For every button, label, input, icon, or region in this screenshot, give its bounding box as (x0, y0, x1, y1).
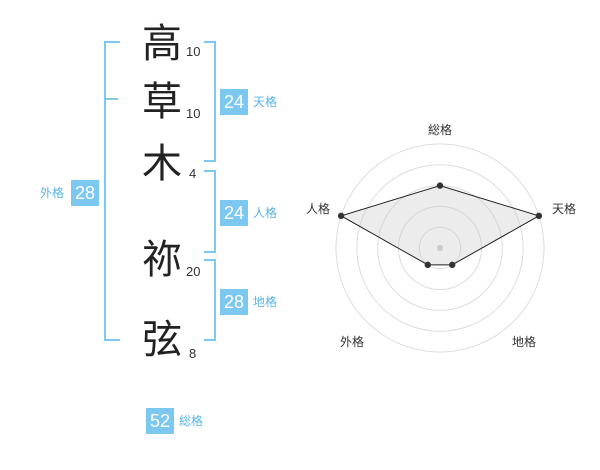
radar-point-2 (535, 212, 543, 220)
name-char-1: 高 (142, 21, 182, 67)
radar-series-area (339, 185, 541, 266)
radar-ring-1 (418, 226, 462, 270)
tenkaku-bracket (204, 41, 216, 162)
radar-point-3 (449, 261, 456, 269)
tenkaku-value: 24 (220, 89, 248, 115)
radar-axis-label-1: 総格 (428, 122, 452, 137)
radar-point-1 (436, 182, 444, 189)
name-char-4: 祢 (142, 237, 182, 283)
radar-point-4 (424, 261, 431, 269)
stroke-count-2: 10 (186, 106, 201, 121)
gaikaku-value: 28 (71, 180, 99, 206)
radar-center (437, 245, 443, 251)
name-char-2: 草 (142, 79, 182, 125)
chikaku-bracket (204, 259, 216, 341)
soukaku-label: 総格 (179, 414, 204, 428)
name-char-5: 弦 (142, 317, 182, 363)
gaikaku-bracket (104, 41, 120, 341)
stroke-count-1: 10 (186, 44, 201, 59)
chikaku-value: 28 (220, 289, 248, 315)
soukaku-value: 52 (146, 408, 174, 434)
name-char-3: 木 (142, 141, 182, 187)
jinkaku-bracket (204, 170, 216, 253)
tenkaku-label: 天格 (253, 95, 278, 109)
gaikaku-bracket-tick (104, 98, 118, 100)
chikaku-label: 地格 (253, 295, 278, 309)
stroke-count-5: 8 (189, 346, 197, 361)
jinkaku-value: 24 (220, 200, 248, 226)
jinkaku-label: 人格 (253, 206, 278, 220)
stroke-count-3: 4 (189, 166, 197, 181)
radar-axis-label-3: 地格 (512, 334, 536, 349)
radar-axis-label-4: 外格 (340, 334, 364, 349)
stroke-count-4: 20 (186, 264, 201, 279)
gaikaku-label: 外格 (40, 186, 65, 200)
radar-ring-4 (356, 164, 524, 332)
radar-axis-label-2: 天格 (552, 201, 576, 216)
radar-point-5 (337, 212, 345, 220)
radar-axis-label-5: 人格 (306, 201, 330, 216)
